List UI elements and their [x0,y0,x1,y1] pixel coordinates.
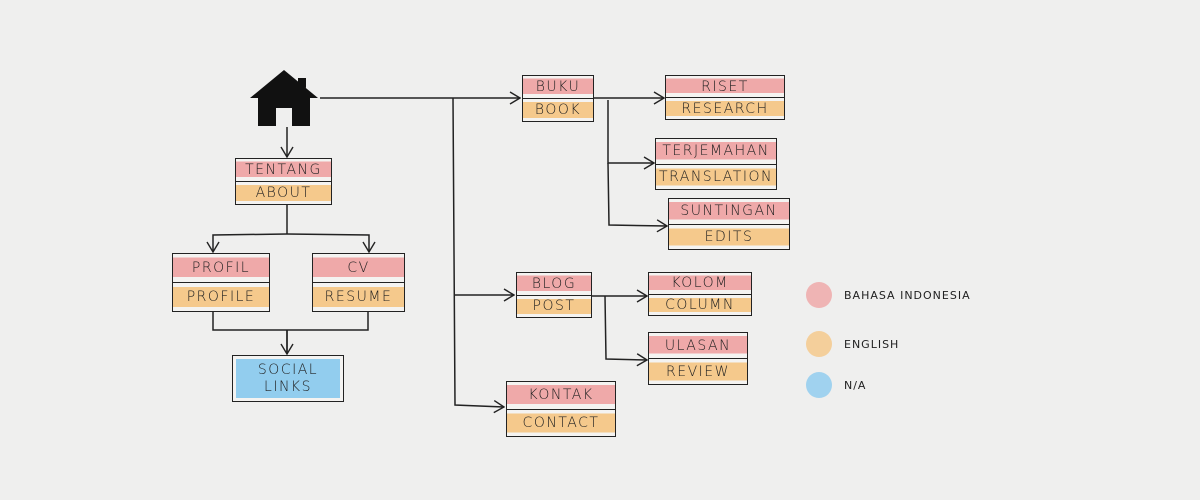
edge-about-cv [286,233,369,252]
node-about[interactable]: Tentang About [235,158,332,205]
node-research[interactable]: Riset Research [665,75,785,120]
label-id: Kontak [507,382,615,409]
label-en: Edits [669,223,789,249]
node-blog[interactable]: Blog Post [516,272,592,318]
node-contact[interactable]: Kontak Contact [506,381,616,437]
node-profile[interactable]: Profil Profile [172,253,270,312]
english-swatch-icon [806,331,832,357]
label-en: Column [649,293,751,315]
label-id: CV [313,254,404,282]
node-translation[interactable]: Terjemahan Translation [655,138,777,190]
label-line2: Links [264,378,312,395]
label-id: Profil [173,254,269,282]
label-en: Resume [313,282,404,311]
label-line1: Social [257,361,319,378]
label-id: Suntingan [669,199,789,224]
legend-label: English [844,337,900,351]
legend-label: N/A [844,378,867,392]
label-en: Book [523,98,593,121]
edge-blog-review [604,295,647,360]
edge-book-translation [607,100,654,163]
edge-to-social [212,312,369,354]
label-id: Tentang [236,159,331,181]
legend-label: Bahasa Indonesia [844,288,971,302]
node-review[interactable]: Ulasan Review [648,332,748,385]
label-en: Translation [656,163,776,189]
node-cv[interactable]: CV Resume [312,253,405,312]
label-id: Riset [666,76,784,97]
legend-item-indonesian: Bahasa Indonesia [806,282,971,308]
label-id: Kolom [649,273,751,294]
label-en: Profile [173,282,269,311]
label-en: Research [666,97,784,119]
node-book[interactable]: Buku Book [522,75,594,122]
indonesian-swatch-icon [806,282,832,308]
label-en: Contact [507,408,615,436]
label-en: Review [649,358,747,384]
node-column[interactable]: Kolom Column [648,272,752,316]
label-id: Buku [523,76,593,98]
home-icon[interactable] [248,68,320,128]
label-id: Blog [517,273,591,295]
legend-item-english: English [806,331,899,357]
label-id: Terjemahan [656,139,776,164]
edge-about-profile [213,233,288,252]
label-na: Social Links [236,359,340,398]
node-edits[interactable]: Suntingan Edits [668,198,790,250]
edge-book-edits [607,162,667,226]
na-swatch-icon [806,372,832,398]
label-en: Post [517,294,591,317]
label-en: About [236,181,331,204]
label-id: Ulasan [649,333,747,358]
legend-item-na: N/A [806,372,866,398]
node-social-links[interactable]: Social Links [232,355,344,402]
trunk [452,97,504,407]
